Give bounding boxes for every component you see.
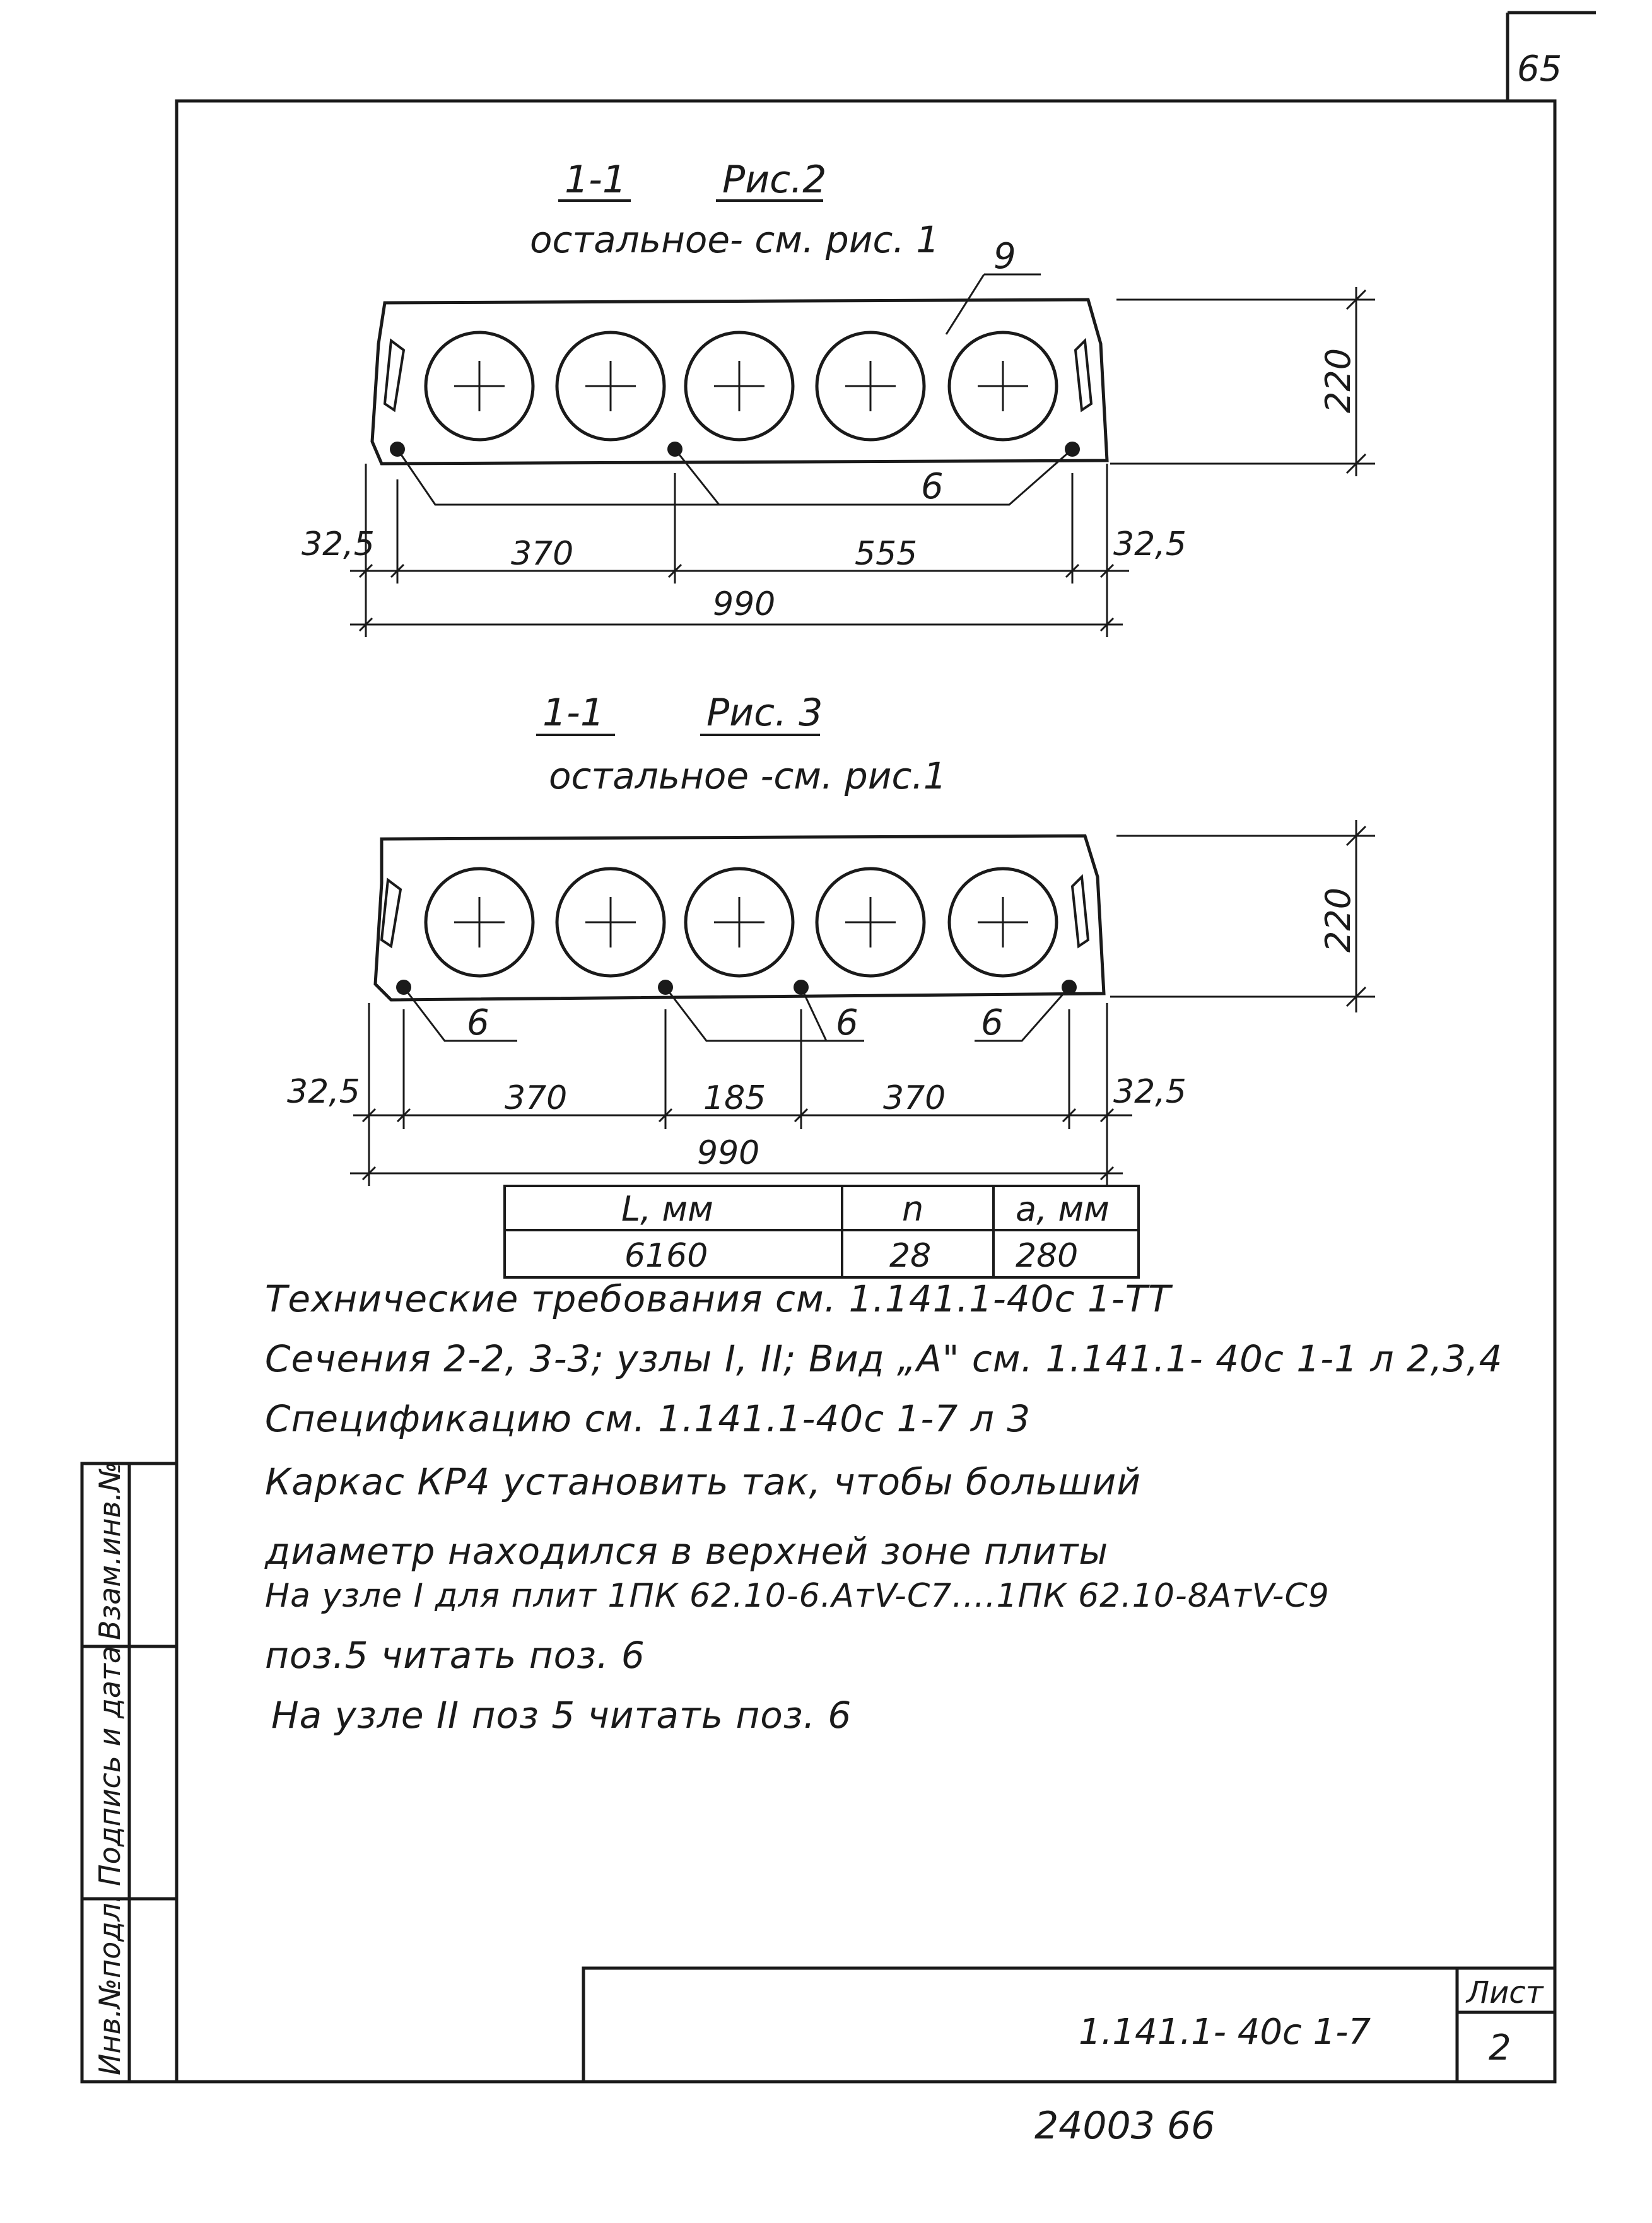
note-node-1: На узле I для плит 1ПК 62.10-6.АтV-С7...… [265,1577,1330,1615]
fig3-dim-4: 370 [883,1079,946,1117]
table-cell-n: 28 [889,1237,931,1275]
fig3-subtitle: остальное -см. рис.1 [549,754,947,797]
note-specification: Спецификацию см. 1.141.1-40с 1-7 л 3 [265,1397,1031,1440]
fig3-dim-5: 32,5 [1113,1073,1186,1111]
note-sections: Сечения 2-2, 3-3; узлы I, II; Вид „А" см… [265,1337,1503,1380]
fig3-slab-outline [373,834,1106,1002]
stamp-podpis: Подпись и дата [93,1646,127,1886]
sheet-label: Лист [1465,1975,1545,2010]
fig3-total-dim: 990 [697,1134,759,1172]
title-block [582,1966,1557,2084]
fig2-dim-3: 555 [855,535,917,573]
fig2-height-dim: 220 [1318,348,1358,413]
fig3-callout-3: 6 [981,1002,1004,1043]
fig2-dim-2: 370 [511,535,573,573]
fig3-dim-2: 370 [505,1079,567,1117]
fig2-dim-4: 32,5 [1113,525,1186,563]
table-cell-l: 6160 [624,1237,708,1275]
bottom-number: 24003 66 [1034,2104,1215,2148]
stamp-inv-podl: Инв.№подл. [93,1894,127,2075]
note-node-1-pos: поз.5 читать поз. 6 [265,1634,645,1677]
figure-3: 1-1 Рис. 3 остальное -см. рис.1 6 6 [287,691,1375,1186]
note-frame-1: Каркас КР4 установить так, чтобы больший [265,1460,1141,1503]
fig3-title: Рис. 3 [706,691,823,735]
table-header-n: n [902,1189,923,1229]
table-cell-a: 280 [1016,1237,1078,1275]
fig2-slab-outline [370,298,1109,466]
fig2-subtitle: остальное- см. рис. 1 [530,218,939,261]
fig3-callout-2: 6 [836,1002,858,1043]
fig3-callout-1: 6 [467,1002,489,1043]
params-table: L, мм n a, мм 6160 28 280 [503,1185,1140,1279]
fig2-dim-1: 32,5 [302,525,375,563]
sheet-number-top: 65 [1517,49,1562,90]
stamp-vzam: Взам.инв.№ [93,1462,127,1640]
table-header-a: a, мм [1016,1189,1110,1229]
fig3-dim-3: 185 [703,1079,766,1117]
fig3-dim-1: 32,5 [287,1073,360,1111]
note-technical-requirements: Технические требования см. 1.141.1-40с 1… [265,1277,1171,1320]
fig2-callout-6: 6 [921,466,944,507]
fig2-callout-9: 9 [993,236,1016,277]
note-frame-2: диаметр находился в верхней зоне плиты [265,1530,1109,1573]
fig2-total-dim: 990 [713,585,775,623]
fig2-title: Рис.2 [722,158,826,202]
fig2-section-label: 1-1 [565,158,626,202]
doc-code: 1.141.1- 40с 1-7 [1079,2012,1371,2053]
note-node-2: На узле II поз 5 читать поз. 6 [271,1694,852,1737]
sheet-number: 2 [1489,2027,1511,2068]
table-header-l: L, мм [621,1189,713,1229]
fig3-height-dim: 220 [1318,888,1358,953]
figure-2: 1-1 Рис.2 остальное- см. рис. 1 9 [302,158,1375,637]
fig3-section-label: 1-1 [542,691,604,735]
